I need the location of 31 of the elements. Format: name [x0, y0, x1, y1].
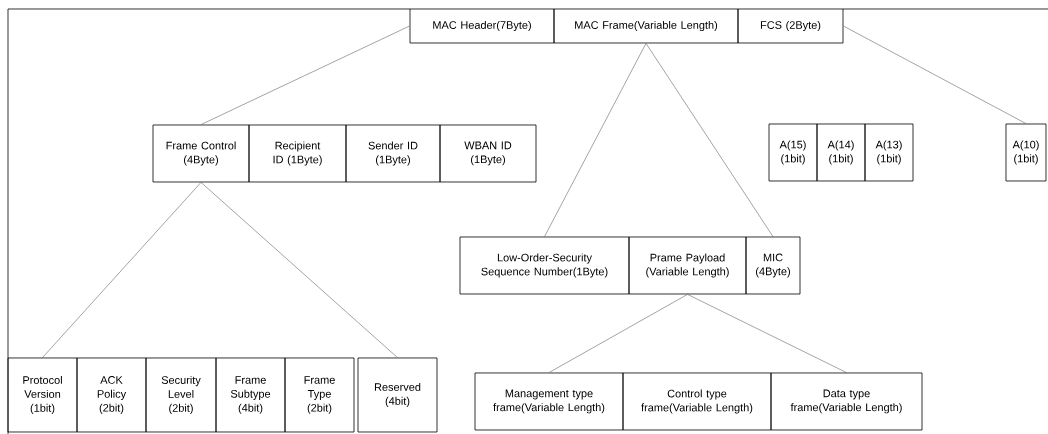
- connector-line: [544, 43, 647, 237]
- connector-line: [843, 25, 1027, 124]
- field-cell: Low-Order-Security Sequence Number(1Byte): [459, 236, 630, 295]
- connector-line: [687, 294, 847, 373]
- field-cell: MIC (4Byte): [745, 236, 801, 295]
- field-cell: A(14) (1bit): [816, 123, 866, 182]
- connector-line: [42, 182, 202, 358]
- field-cell: ACK Policy (2bit): [76, 357, 147, 433]
- field-cell: Protocol Version (1bit): [7, 357, 78, 433]
- connector-line: [200, 25, 410, 125]
- field-cell: Prame Payload (Variable Length): [628, 236, 747, 295]
- field-cell: A(10) (1bit): [1005, 123, 1047, 182]
- field-cell: MAC Frame(Variable Length): [553, 8, 739, 44]
- field-cell: A(15) (1bit): [768, 123, 818, 182]
- field-cell: Recipient ID (1Byte): [248, 124, 347, 183]
- field-cell: A(13) (1bit): [864, 123, 914, 182]
- field-cell: Data type frame(Variable Length): [770, 372, 923, 431]
- connector-line: [200, 182, 398, 358]
- field-cell: Frame Subtype (4bit): [215, 357, 286, 433]
- field-cell: Control type frame(Variable Length): [622, 372, 772, 431]
- field-cell: Management type frame(Variable Length): [474, 372, 624, 431]
- field-cell: Sender ID (1Byte): [345, 124, 441, 183]
- connector-line: [645, 43, 774, 237]
- connector-line: [548, 294, 688, 373]
- field-cell: WBAN ID (1Byte): [439, 124, 537, 183]
- field-cell: Frame Control (4Byte): [152, 124, 250, 183]
- field-cell: FCS (2Byte): [737, 8, 844, 44]
- field-cell: Frame Type (2bit): [284, 357, 355, 433]
- field-cell: MAC Header(7Byte): [409, 8, 555, 44]
- field-cell: Security Level (2bit): [145, 357, 217, 433]
- field-cell: Reserved (4bit): [357, 357, 438, 433]
